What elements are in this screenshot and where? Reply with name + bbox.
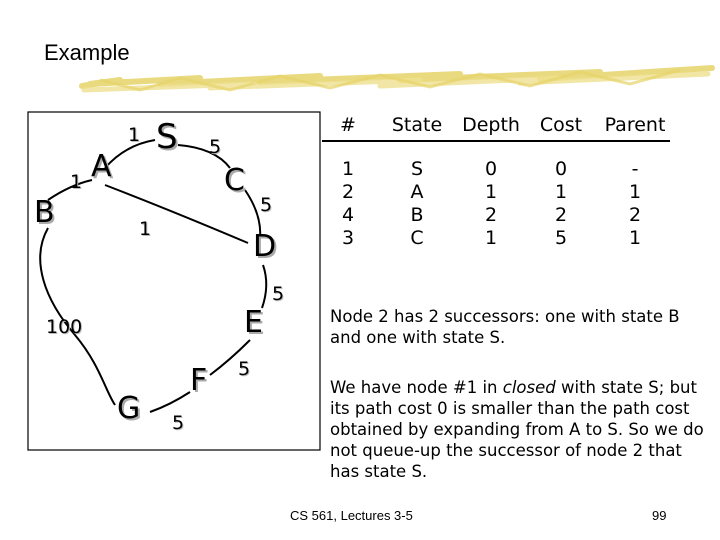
- paragraph-2-rest: with state S; but its path cost 0 is sma…: [330, 378, 704, 481]
- edge-label-b-a: 1: [70, 171, 83, 193]
- explanation-paragraph-1: Node 2 has 2 successors: one with state …: [330, 307, 680, 347]
- table-cell: 1: [484, 227, 498, 249]
- edge-label-b-g: 100: [46, 316, 83, 338]
- edge-label-c-d: 5: [260, 194, 273, 216]
- table-cell: B: [410, 204, 424, 226]
- edge-label-f-g: 5: [172, 412, 185, 434]
- edge-d-e: [261, 264, 268, 309]
- node-e: E: [244, 305, 263, 340]
- paragraph-2-start: We have node #1 in: [330, 378, 503, 397]
- slide-title: Example: [44, 40, 130, 65]
- node-g: G: [117, 391, 141, 426]
- table-cell: 1: [628, 181, 642, 203]
- table-cell: S: [410, 158, 424, 180]
- explanation-paragraph-2: We have node #1 in closed with state S; …: [330, 377, 712, 482]
- edge-f-g: [149, 391, 191, 413]
- table-cell: 2: [554, 204, 568, 226]
- table-cell: A: [410, 181, 424, 203]
- table-cell: 4: [341, 204, 355, 226]
- table-header-state: State: [391, 114, 443, 136]
- table-header-cost: Cost: [539, 114, 583, 136]
- closed-term: closed: [502, 378, 556, 397]
- table-header-parent: Parent: [604, 114, 666, 136]
- table-cell: 2: [628, 204, 642, 226]
- table-cell: 1: [484, 181, 498, 203]
- edge-a-s: [104, 139, 156, 169]
- table-cell: 1: [341, 158, 355, 180]
- edge-label-a-s: 1: [128, 124, 141, 146]
- edge-s-c: [177, 144, 231, 169]
- graph-frame: [27, 111, 321, 451]
- edge-e-f: [209, 339, 251, 376]
- edge-b-g: [39, 227, 116, 406]
- search-graph: [27, 111, 321, 451]
- table-cell: 0: [554, 158, 568, 180]
- node-s: S: [156, 117, 178, 157]
- table-cell: C: [410, 227, 424, 249]
- table-header-number: #: [340, 114, 356, 136]
- table-col-depth: Depth 0 1 2 1: [456, 112, 526, 250]
- node-c: C: [224, 163, 245, 198]
- table-cell: 1: [554, 181, 568, 203]
- node-b: B: [34, 195, 55, 230]
- table-header-depth: Depth: [462, 114, 520, 136]
- table-cell: 5: [554, 227, 568, 249]
- table-header-rule: [322, 140, 670, 142]
- table-cell: 1: [628, 227, 642, 249]
- edge-a-d: [104, 184, 249, 244]
- table-cell: 2: [341, 181, 355, 203]
- node-d: D: [253, 229, 277, 264]
- edge-label-s-c: 5: [209, 136, 222, 158]
- table-cell: -: [631, 158, 639, 180]
- table-col-parent: Parent - 1 2 1: [600, 112, 670, 250]
- table-col-state: State S A B C: [384, 112, 450, 250]
- footer-course: CS 561, Lectures 3-5: [290, 508, 413, 523]
- edge-label-d-e: 5: [272, 283, 285, 305]
- node-a: A: [91, 149, 112, 184]
- table-col-number: # 1 2 4 3: [322, 112, 374, 250]
- page-number: 99: [652, 508, 667, 523]
- table-cell: 2: [484, 204, 498, 226]
- node-f: F: [190, 363, 208, 398]
- table-cell: 3: [341, 227, 355, 249]
- edge-label-a-d: 1: [139, 218, 152, 240]
- title-underline-decoration: [79, 65, 715, 93]
- edge-c-d: [244, 189, 262, 239]
- table-col-cost: Cost 0 1 2 5: [534, 112, 588, 250]
- edge-b-a: [47, 179, 93, 201]
- edge-label-e-f: 5: [238, 358, 251, 380]
- table-cell: 0: [484, 158, 498, 180]
